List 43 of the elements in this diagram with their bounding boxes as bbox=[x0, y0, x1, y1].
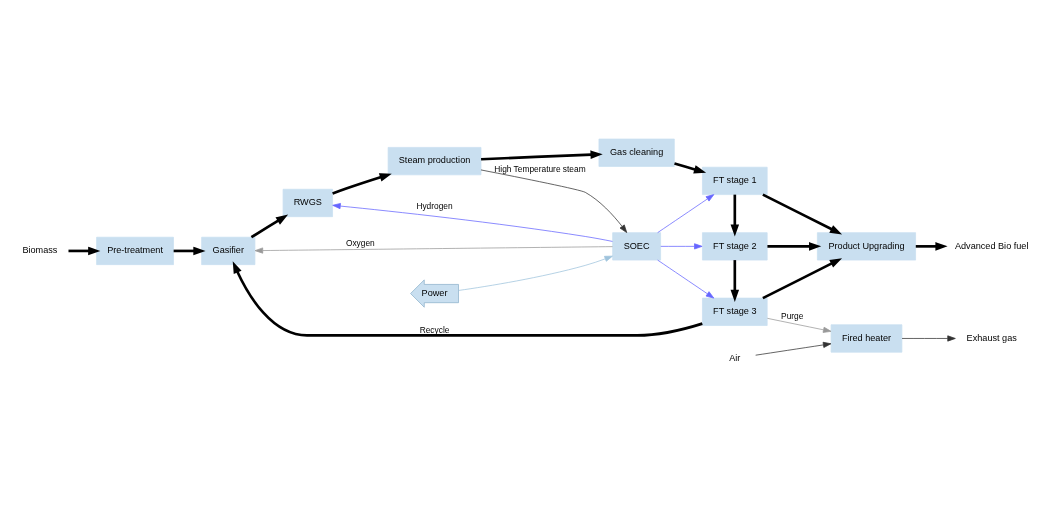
node-text: Exhaust gas bbox=[966, 332, 1017, 343]
arrow bbox=[730, 259, 740, 302]
node-box: Gas cleaning bbox=[598, 138, 675, 167]
arrow bbox=[730, 194, 740, 237]
arrow bbox=[762, 192, 843, 234]
arrow bbox=[915, 241, 948, 251]
arrow bbox=[68, 246, 101, 255]
node-text: Biomass bbox=[22, 244, 58, 255]
edge-label: High Temperature steam bbox=[494, 163, 586, 174]
arrow bbox=[660, 242, 703, 249]
node-box: Steam production bbox=[387, 146, 482, 175]
arrow bbox=[481, 149, 603, 161]
edge-label: Recycle bbox=[419, 324, 450, 335]
node-box: FT stage 2 bbox=[702, 231, 768, 260]
arrow bbox=[674, 161, 707, 173]
arrow bbox=[332, 202, 613, 242]
edge-label: Purge bbox=[781, 310, 804, 321]
arrow bbox=[232, 260, 703, 337]
arrow bbox=[657, 193, 715, 233]
node-box: SOEC bbox=[612, 231, 661, 260]
node-text: Advanced Bio fuel bbox=[954, 240, 1029, 251]
arrow bbox=[657, 259, 715, 298]
arrow bbox=[901, 334, 956, 341]
node-box: Gasifier bbox=[201, 236, 256, 265]
node-box: Pre-treatment bbox=[96, 236, 174, 265]
arrow bbox=[458, 255, 613, 291]
arrow bbox=[755, 341, 832, 356]
arrow bbox=[173, 246, 206, 255]
edge-label: Oxygen bbox=[345, 237, 375, 248]
node-box: Product Upgrading bbox=[817, 231, 916, 260]
arrow bbox=[254, 245, 613, 254]
arrow bbox=[332, 172, 392, 195]
arrow bbox=[480, 169, 628, 233]
node-box: Fired heater bbox=[830, 323, 903, 353]
arrow bbox=[250, 214, 289, 238]
node-box: RWGS bbox=[282, 188, 333, 217]
edge-label: Hydrogen bbox=[416, 200, 453, 211]
node-text: Air bbox=[729, 352, 741, 363]
node-box: FT stage 3 bbox=[702, 297, 768, 326]
arrow bbox=[762, 257, 843, 299]
node-box: FT stage 1 bbox=[702, 166, 768, 195]
arrow bbox=[767, 317, 832, 333]
arrow bbox=[767, 241, 822, 251]
